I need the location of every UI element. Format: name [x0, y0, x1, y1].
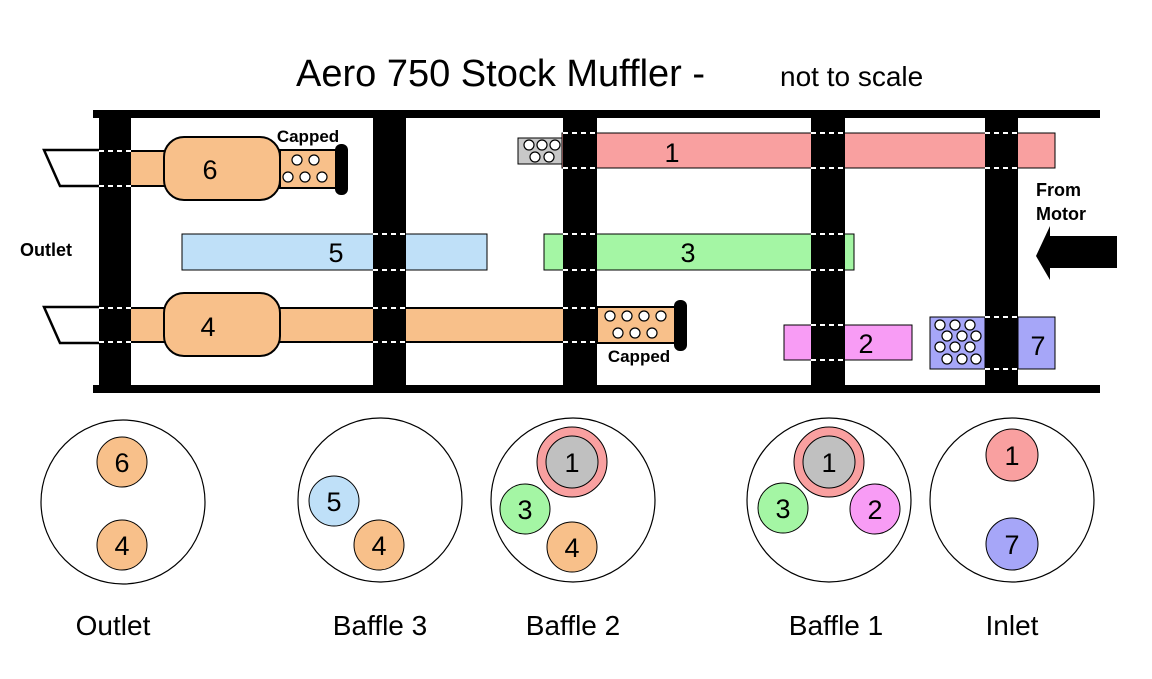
- tube-6-resonator: [163, 136, 281, 201]
- hole-7: [985, 517, 1039, 571]
- cross-section-baffle-2: 1 3 4 Baffle 2: [490, 417, 656, 641]
- tube-3-label: 3: [680, 238, 695, 268]
- hole-label: 1: [1004, 441, 1019, 471]
- title-main: Aero 750 Stock Muffler -: [296, 53, 705, 95]
- capped-label-upper: Capped: [277, 127, 339, 146]
- tube-2-pipe: [783, 324, 913, 361]
- hole-1: [545, 435, 599, 489]
- hole-label: 4: [371, 531, 386, 561]
- inlet-wall: [985, 114, 1018, 390]
- hole-label: 2: [867, 495, 882, 525]
- tube-7-label: 7: [1030, 331, 1045, 361]
- section-caption: Baffle 3: [333, 610, 427, 641]
- section-outline: [929, 417, 1095, 583]
- tube-6-cap: [335, 144, 348, 195]
- section-outline: [490, 417, 656, 583]
- baffle-1: [811, 114, 845, 390]
- tube-2: 2: [783, 324, 913, 361]
- side-view: 6 Capped 4 Capped 5 3: [20, 110, 1117, 393]
- hole-5: [308, 475, 360, 527]
- cross-section-baffle-1: 1 3 2 Baffle 1: [746, 417, 912, 641]
- tube-6: 6 Capped: [42, 127, 348, 201]
- tube-1-perforations: [523, 139, 561, 163]
- tube-7-perforations: [934, 319, 982, 365]
- section-outline: [297, 417, 463, 583]
- tube-5-pipe: [181, 233, 488, 271]
- tube-1-label: 1: [664, 138, 679, 168]
- hole-label: 7: [1004, 530, 1019, 560]
- section-outline: [746, 417, 912, 583]
- hole-4: [353, 519, 405, 571]
- baffle-2: [563, 114, 597, 390]
- cross-section-inlet: 1 7 Inlet: [929, 417, 1095, 641]
- cross-section-outlet: 6 4 Outlet: [40, 419, 206, 641]
- tube-4-resonator: [163, 292, 281, 357]
- hole-4: [96, 519, 148, 571]
- tube-1-pipe: [561, 132, 1056, 169]
- hole-1: [985, 428, 1039, 482]
- tube-4-label: 4: [200, 312, 215, 342]
- cross-section-baffle-3: 5 4 Baffle 3: [297, 417, 463, 641]
- hole-label: 4: [564, 533, 579, 563]
- tube-4-perforations: [604, 310, 667, 339]
- inflow-arrow-icon: [1036, 226, 1117, 280]
- outlet-side-label: Outlet: [20, 240, 72, 260]
- motor-label: Motor: [1036, 204, 1086, 224]
- section-caption: Inlet: [986, 610, 1039, 641]
- capped-label-lower: Capped: [608, 347, 670, 366]
- title: Aero 750 Stock Muffler - not to scale: [296, 53, 923, 95]
- tube-5-label: 5: [328, 238, 343, 268]
- tube-6-label: 6: [202, 155, 217, 185]
- hole-4: [546, 521, 598, 573]
- hole-3: [757, 482, 809, 534]
- section-outline: [40, 419, 206, 585]
- tube-1: 1: [517, 132, 1056, 169]
- hole-label: 4: [114, 531, 129, 561]
- tube-7: 7: [929, 316, 1056, 370]
- hole-label: 1: [821, 448, 836, 478]
- from-label: From: [1036, 180, 1081, 200]
- cross-sections: 6 4 Outlet 5 4 Baffle 3 1 3 4 Baffle 2: [40, 417, 1095, 641]
- hole-2: [849, 483, 901, 535]
- hole-label: 6: [114, 448, 129, 478]
- tube-6-perforations: [282, 154, 328, 183]
- section-caption: Outlet: [76, 610, 151, 641]
- pass-through-lines: [99, 132, 1018, 370]
- title-subtitle: not to scale: [780, 61, 923, 92]
- hole-3: [499, 483, 551, 535]
- tube-2-label: 2: [858, 329, 873, 359]
- section-caption: Baffle 2: [526, 610, 620, 641]
- section-caption: Baffle 1: [789, 610, 883, 641]
- tube-5: 5: [181, 233, 488, 271]
- hole-6: [96, 436, 148, 488]
- tube-4: 4 Capped: [42, 292, 687, 366]
- hole-1: [802, 435, 856, 489]
- tube-4-cap: [674, 300, 687, 351]
- hole-label: 5: [326, 487, 341, 517]
- hole-label: 1: [564, 448, 579, 478]
- baffle-3: [373, 114, 406, 390]
- tube-7-pipe: [1017, 316, 1056, 370]
- hole-label: 3: [775, 494, 790, 524]
- outlet-wall: [99, 114, 131, 390]
- hole-label: 3: [517, 495, 532, 525]
